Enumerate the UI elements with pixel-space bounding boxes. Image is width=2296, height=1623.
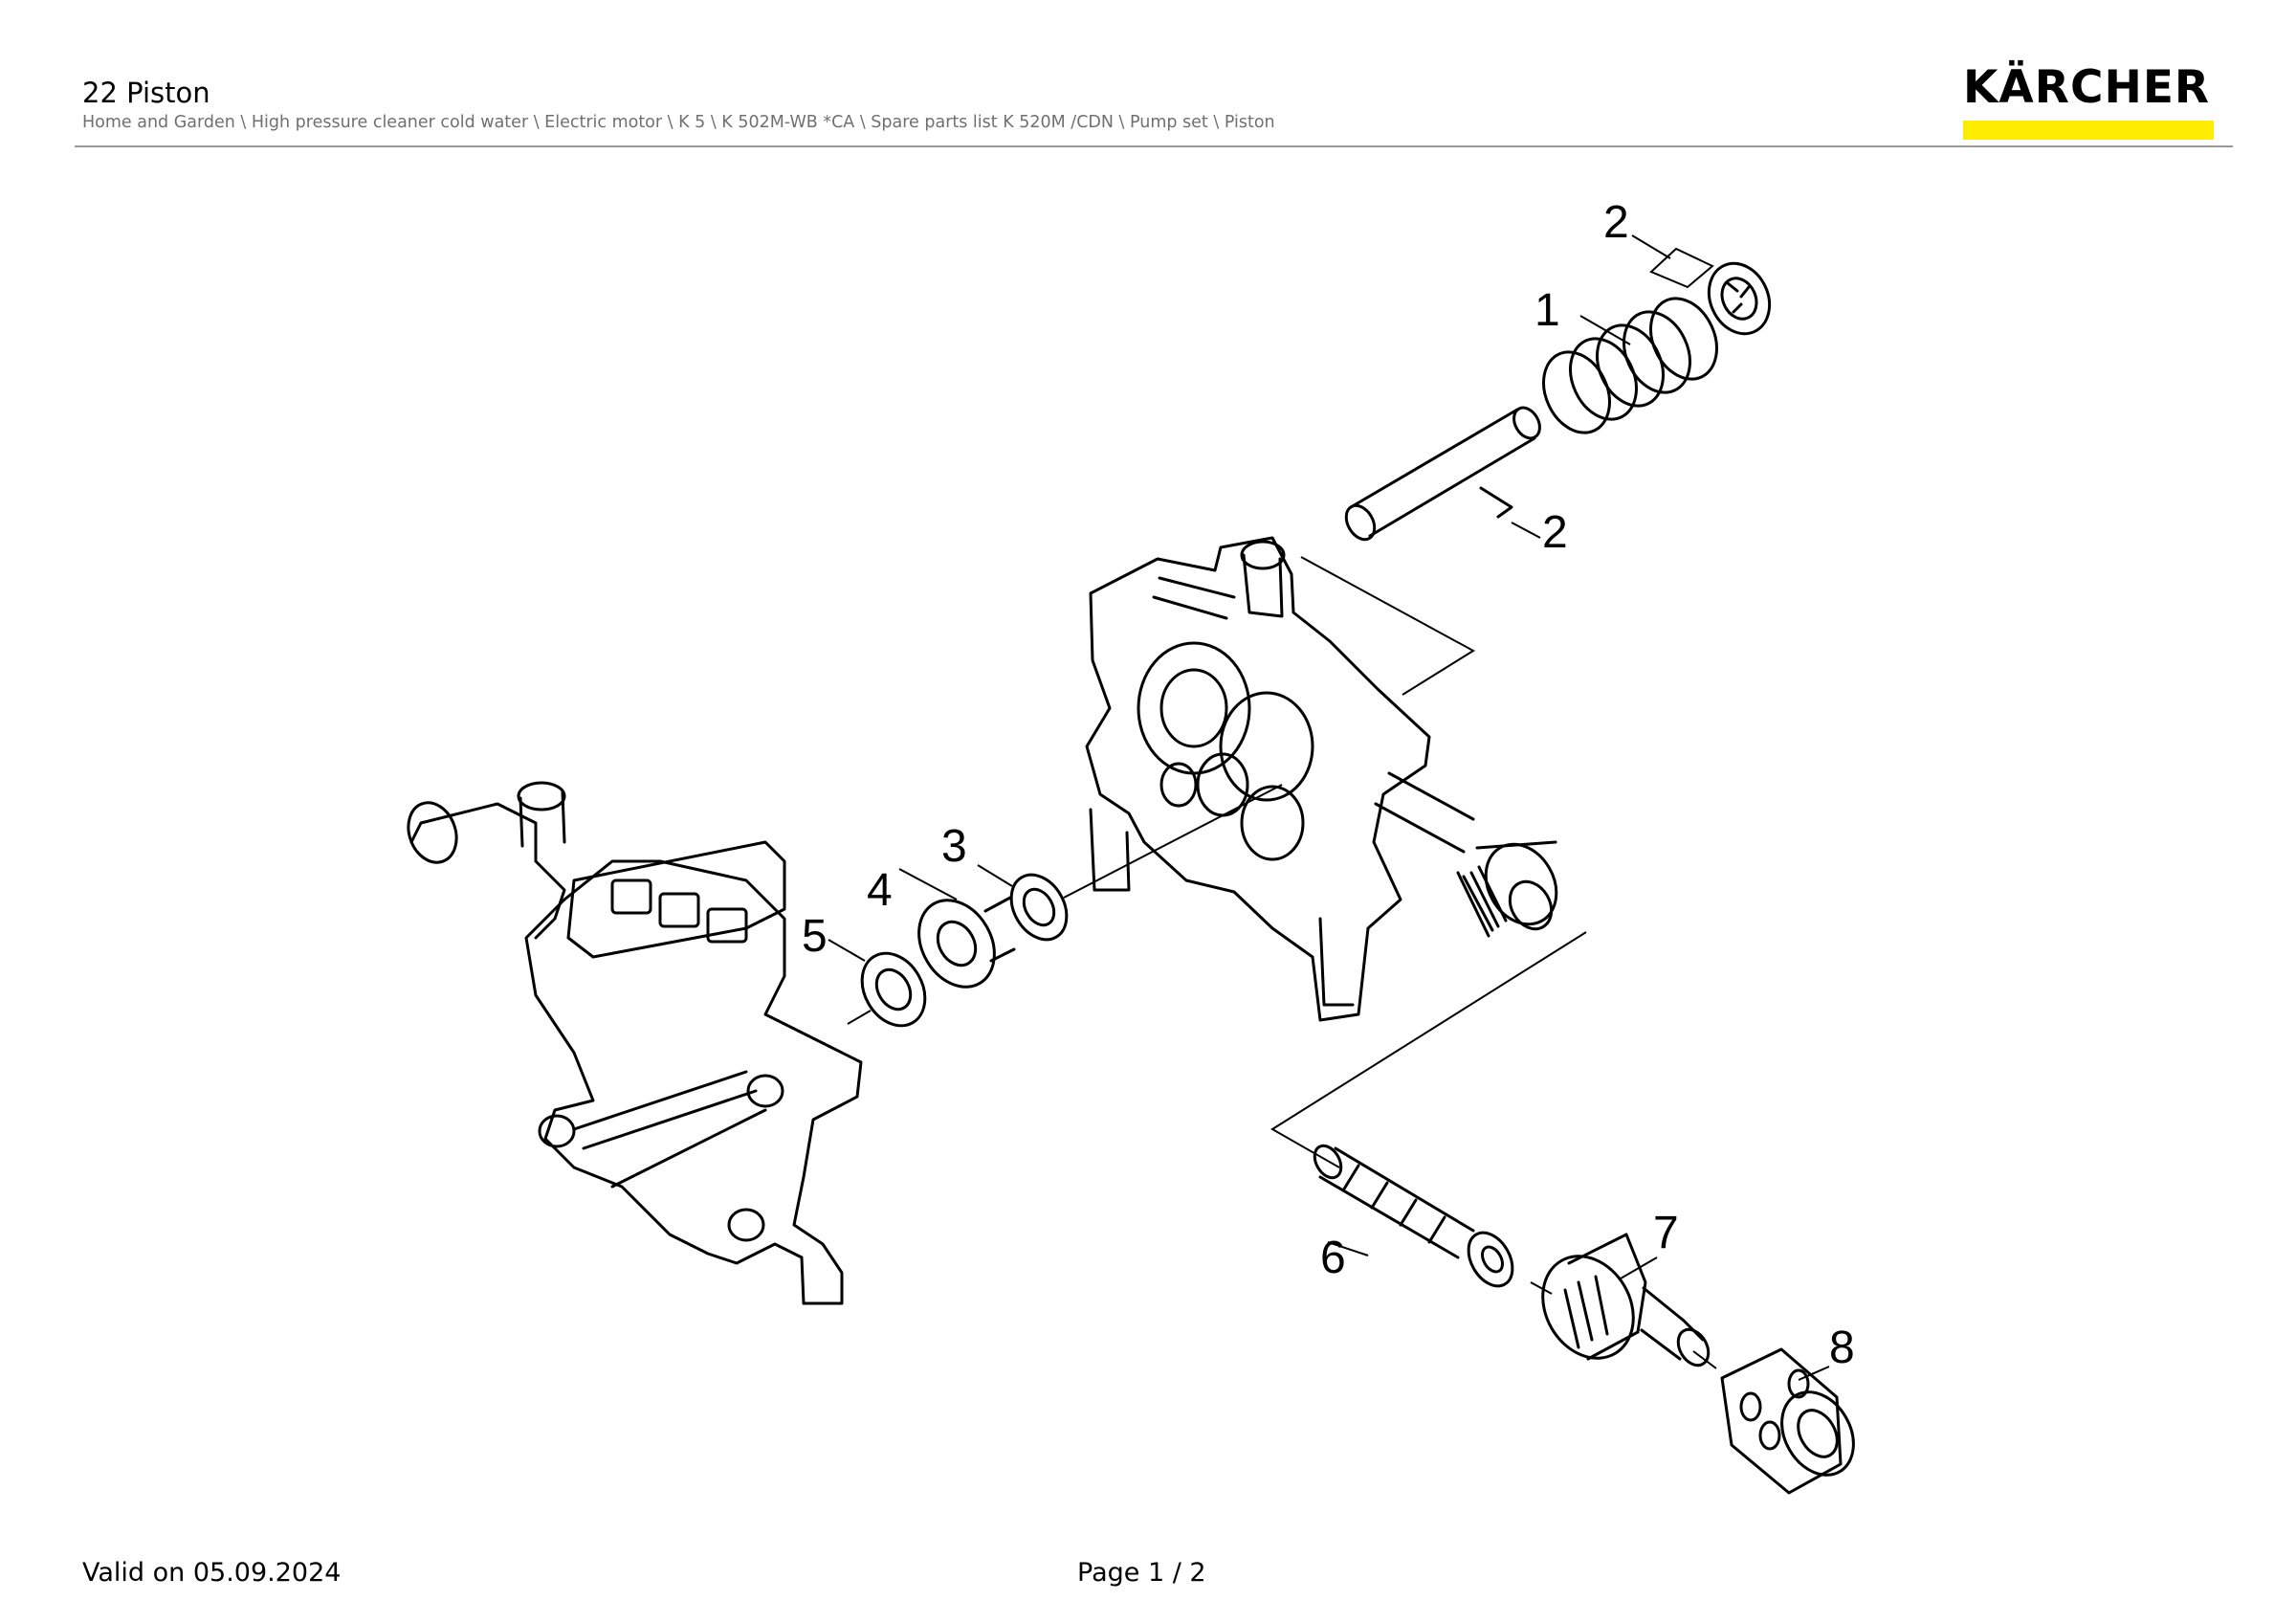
callout-4: 4 <box>867 865 893 916</box>
part-spring <box>1542 297 1718 434</box>
logo-wordmark: KÄRCHER <box>1963 61 2211 114</box>
callout-7: 7 <box>1653 1208 1679 1258</box>
callout-numbers: 2 1 2 3 4 5 6 7 8 <box>802 197 1855 1373</box>
part-seal-5 <box>860 951 927 1028</box>
validity-date: Valid on 05.09.2024 <box>82 1558 342 1588</box>
part-pump-housing <box>1085 536 1431 1022</box>
part-clip-top <box>1707 261 1772 336</box>
callout-3: 3 <box>941 821 967 872</box>
page-number: Page 1 / 2 <box>1077 1558 1206 1588</box>
part-filter-6 <box>1313 1144 1514 1288</box>
header-divider <box>75 145 2233 147</box>
part-coupling-7 <box>1541 1233 1711 1367</box>
karcher-logo: KÄRCHER <box>1963 61 2214 140</box>
callout-6: 6 <box>1320 1233 1346 1283</box>
logo-yellow-bar <box>1963 121 2214 140</box>
callout-5: 5 <box>802 911 828 962</box>
leader-lines <box>828 234 1830 1381</box>
page-title: 22 Piston <box>82 77 210 109</box>
callout-2-middle: 2 <box>1542 507 1568 558</box>
callout-2-top: 2 <box>1603 197 1629 248</box>
part-manifold <box>407 781 863 1305</box>
callout-1: 1 <box>1534 285 1560 336</box>
part-ring-4 <box>917 896 1016 989</box>
callout-8: 8 <box>1829 1323 1855 1373</box>
breadcrumb: Home and Garden \ High pressure cleaner … <box>82 113 1275 132</box>
part-inlet-sleeve <box>1374 771 1558 938</box>
part-cap-8 <box>1720 1347 1855 1495</box>
part-seal-3 <box>1009 873 1069 942</box>
part-piston-rod <box>1344 406 1541 542</box>
